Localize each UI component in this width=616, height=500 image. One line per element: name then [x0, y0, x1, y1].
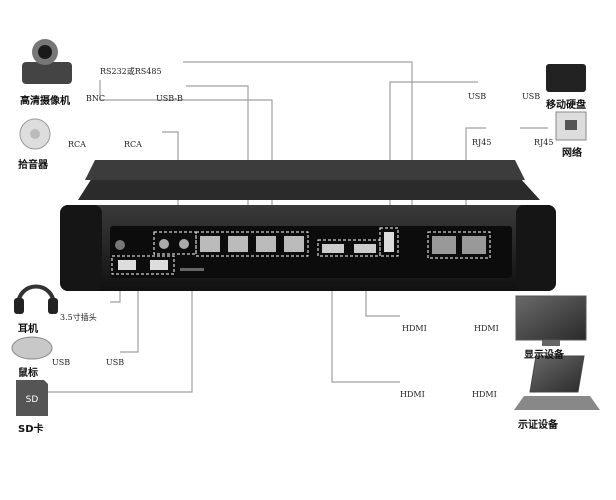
mouse-usb-right-label: USB	[106, 358, 125, 367]
usb-port-2	[150, 260, 168, 270]
bnc-port-2	[179, 239, 189, 249]
serial-port-2	[228, 236, 248, 252]
rj45-right-label: RJ45	[534, 138, 554, 147]
sd-label: SD卡	[18, 424, 44, 435]
usb-b-label: USB-B	[156, 94, 183, 103]
hdd-device	[546, 64, 586, 92]
headphone-device	[14, 284, 58, 314]
hdd-usb-right-label: USB	[522, 92, 541, 101]
hdmi-port-1	[322, 244, 344, 253]
rs-label: RS232或RS485	[100, 67, 162, 76]
sd-slot	[180, 268, 204, 271]
camera-label: 高清摄像机	[20, 96, 70, 107]
hdmi-port-2	[354, 244, 376, 253]
laptop-label: 示证设备	[518, 420, 558, 431]
mic-label: 拾音器	[18, 160, 48, 171]
display-label: 显示设备	[524, 350, 564, 361]
bnc-label: BNC	[86, 94, 105, 103]
hdmi1-left-label: HDMI	[402, 324, 427, 333]
usb-port-1	[118, 260, 136, 270]
ports	[115, 232, 486, 271]
hdmi1-right-label: HDMI	[474, 324, 499, 333]
line-rca	[162, 131, 179, 238]
sd-device: SD	[16, 380, 48, 416]
headphone-label: 耳机	[18, 324, 38, 335]
serial-port-1	[200, 236, 220, 252]
audio-jack-port	[115, 240, 125, 250]
unit-lid	[78, 178, 540, 200]
serial-port-4	[284, 236, 304, 252]
sd-chip-label: SD	[26, 395, 39, 405]
line-mouse	[120, 270, 139, 353]
line-sd	[40, 272, 193, 393]
mouse-device	[11, 336, 53, 360]
hdmi2-left-label: HDMI	[400, 390, 425, 399]
rca-left-label: RCA	[68, 140, 86, 149]
rj45-port-2	[462, 236, 486, 254]
unit-top	[85, 160, 525, 180]
port-highlights	[111, 227, 491, 275]
mouse-label: 鼠标	[18, 368, 38, 379]
laptop-device	[514, 355, 600, 410]
hdd-usb-left-label: USB	[468, 92, 487, 101]
mouse-usb-left-label: USB	[52, 358, 71, 367]
display-device	[515, 295, 587, 346]
network-device	[555, 111, 587, 141]
rj45-port-1	[432, 236, 456, 254]
mic-device	[19, 118, 51, 150]
rca-right-label: RCA	[124, 140, 142, 149]
camera-device	[22, 39, 72, 84]
network-label: 网络	[562, 148, 582, 159]
serial-port-3	[256, 236, 276, 252]
unit-bumper-left	[60, 205, 102, 291]
main-unit	[60, 160, 556, 291]
line-hdmi2	[331, 258, 400, 383]
hdmi2-right-label: HDMI	[472, 390, 497, 399]
unit-bumper-right	[516, 205, 556, 291]
rj45-left-label: RJ45	[472, 138, 492, 147]
usb-vertical-port	[384, 232, 394, 252]
jack-label: 3.5寸插头	[60, 313, 97, 322]
bnc-port-1	[159, 239, 169, 249]
hdd-label: 移动硬盘	[546, 100, 586, 111]
